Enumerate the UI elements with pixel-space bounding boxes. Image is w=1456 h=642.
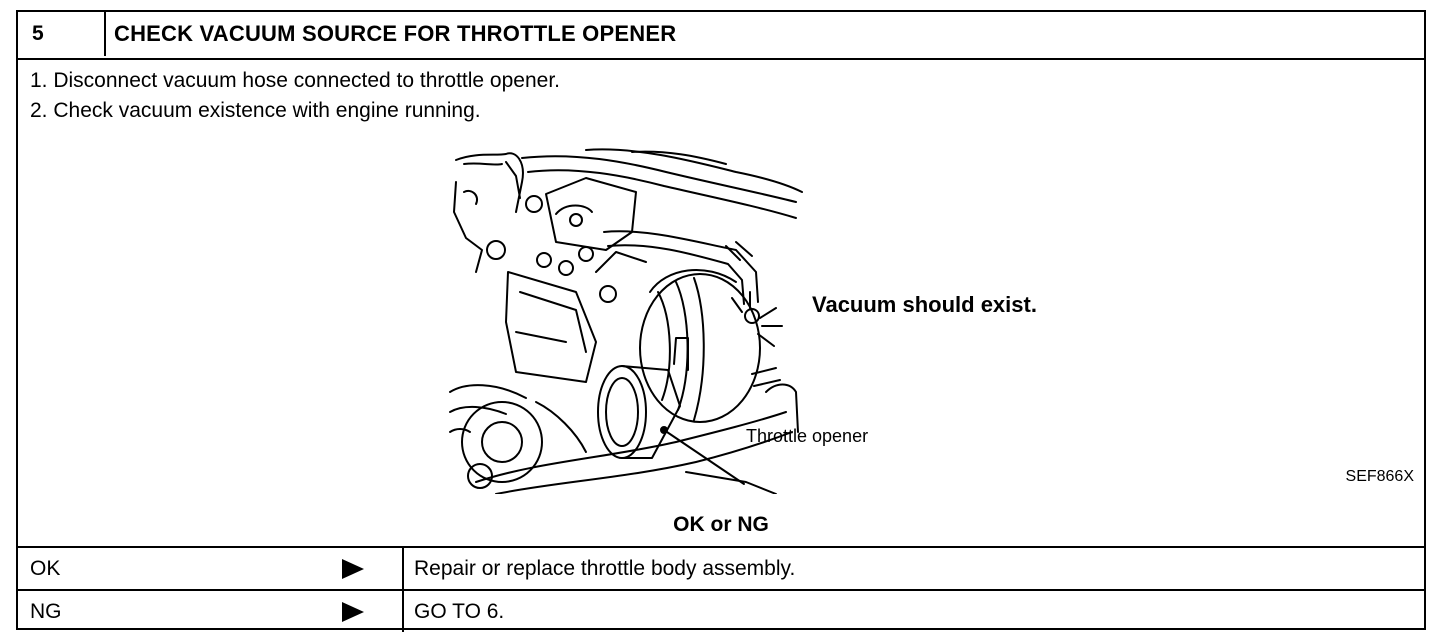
result-label: OK	[30, 557, 61, 580]
step-header: 5 CHECK VACUUM SOURCE FOR THROTTLE OPENE…	[18, 12, 1424, 60]
diagnostic-step-table: 5 CHECK VACUUM SOURCE FOR THROTTLE OPENE…	[16, 10, 1426, 632]
result-row-ng: NG GO TO 6.	[18, 591, 1424, 632]
column-divider	[402, 591, 404, 632]
instruction-list: 1. Disconnect vacuum hose connected to t…	[30, 66, 560, 126]
step-body: 1. Disconnect vacuum hose connected to t…	[18, 58, 1424, 548]
result-row-ok: OK Repair or replace throttle body assem…	[18, 548, 1424, 591]
result-action: Repair or replace throttle body assembly…	[414, 557, 796, 580]
throttle-opener-label: Throttle opener	[746, 426, 869, 446]
arrow-right-icon	[342, 602, 364, 622]
result-prompt: OK or NG	[673, 513, 769, 536]
throttle-opener-illustration	[449, 148, 803, 494]
vacuum-callout: Vacuum should exist.	[812, 292, 1037, 317]
result-action: GO TO 6.	[414, 600, 505, 623]
instruction-item: 2. Check vacuum existence with engine ru…	[30, 99, 481, 122]
figure-id: SEF866X	[1345, 468, 1414, 485]
arrow-right-icon	[342, 559, 364, 579]
step-title: CHECK VACUUM SOURCE FOR THROTTLE OPENER	[114, 21, 677, 46]
step-number: 5	[18, 12, 106, 56]
result-label: NG	[30, 600, 62, 623]
column-divider	[402, 548, 404, 589]
instruction-item: 1. Disconnect vacuum hose connected to t…	[30, 69, 560, 92]
